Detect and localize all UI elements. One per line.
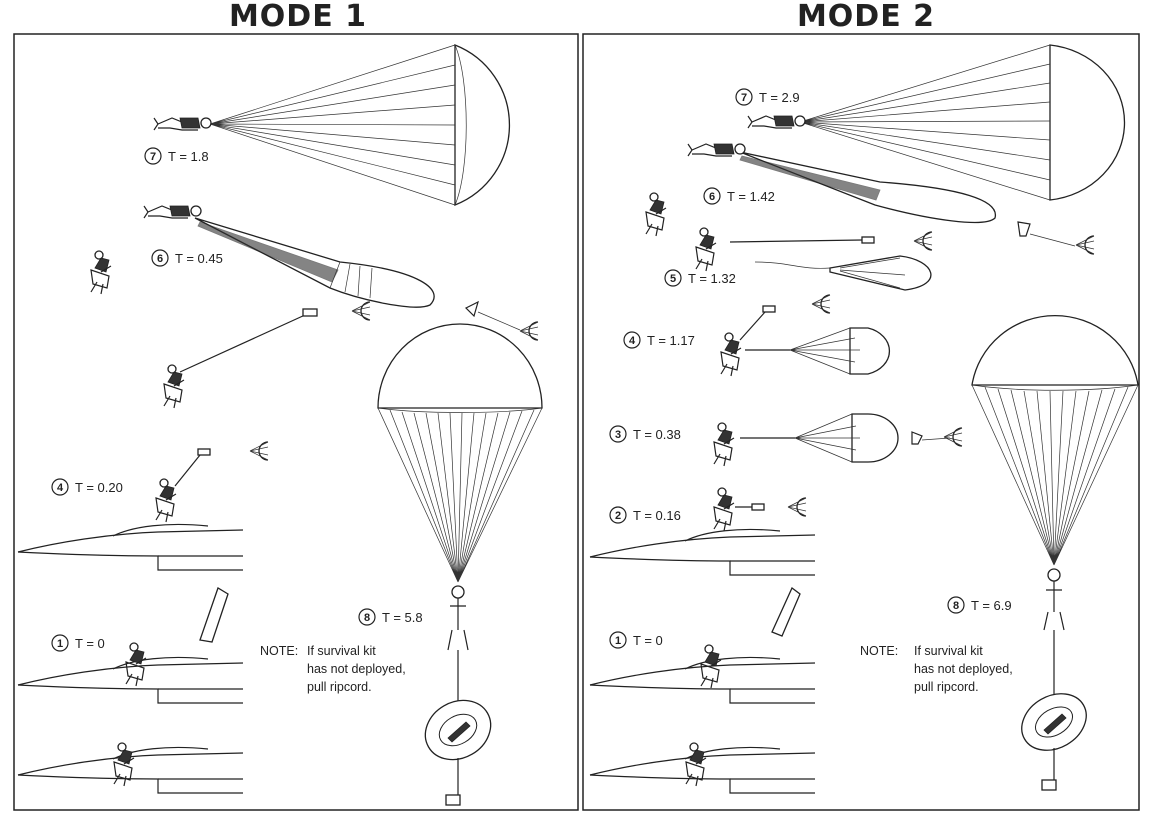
mode-1-step-6-illustration: [90, 205, 435, 308]
mode-1-step-7-time: T = 1.8: [168, 149, 209, 164]
mode-2-step-2-time: T = 0.16: [633, 508, 681, 523]
mode-2-step-4-number: 4: [629, 335, 636, 347]
mode-2-step-7-number: 7: [741, 92, 747, 104]
mode-2-title: MODE 2: [797, 0, 935, 34]
mode-1-step-8-time: T = 5.8: [382, 610, 423, 625]
mode-2-step-2-illustration: [589, 487, 816, 576]
mode-2-step-6-number: 6: [709, 191, 715, 203]
mode-1-step-6-number: 6: [157, 253, 163, 265]
mode-1-step-1-time: T = 0: [75, 636, 105, 651]
mode-2-aircraft-initial: [589, 742, 816, 794]
mode-2-note-line-2: has not deployed,: [914, 662, 1013, 676]
mode-2-step-3-illustration: [713, 413, 963, 467]
mode-1-aircraft-initial: [17, 742, 244, 794]
mode-2-step-4-illustration: [720, 294, 890, 377]
mode-1-note: NOTE: If survival kit has not deployed, …: [260, 644, 406, 694]
mode-2-step-7-label: 7 T = 2.9: [735, 88, 800, 106]
mode-2-step-1-illustration: [589, 586, 816, 704]
mode-2-step-5-number: 5: [670, 273, 676, 285]
mode-1-title: MODE 1: [229, 0, 367, 34]
mode-2-note-line-3: pull ripcord.: [914, 680, 979, 694]
mode-2-note-label: NOTE:: [860, 644, 898, 658]
mode-2-step-1-number: 1: [615, 635, 621, 647]
mode-2-step-4-time: T = 1.17: [647, 333, 695, 348]
mode-1-note-line-2: has not deployed,: [307, 662, 406, 676]
mode-1-step-4-illustration: [17, 441, 269, 571]
mode-2-step-1-time: T = 0: [633, 633, 663, 648]
mode-2-step-8-time: T = 6.9: [971, 598, 1012, 613]
mode-2-step-6-time: T = 1.42: [727, 189, 775, 204]
mode-1-step-1-number: 1: [57, 638, 63, 650]
mode-1-step-8-illustration: [377, 323, 543, 806]
mode-2-step-8-label: 8 T = 6.9: [947, 596, 1012, 614]
mode-2-step-5-time: T = 1.32: [688, 271, 736, 286]
mode-1-step-6-label: 6 T = 0.45: [151, 249, 223, 267]
mode-1-step-4-number: 4: [57, 482, 64, 494]
mode-1-note-label: NOTE:: [260, 644, 298, 658]
mode-2-step-7-illustration: [747, 44, 1126, 201]
mode-2-step-3-time: T = 0.38: [633, 427, 681, 442]
mode-1-step-7-illustration: [153, 44, 511, 206]
mode-1-step-7-label: 7 T = 1.8: [144, 147, 209, 165]
mode-1-step-4-label: 4 T = 0.20: [51, 478, 123, 496]
mode-1-panel: MODE 1 7 T = 1.8 6 T = 0.45: [13, 0, 579, 811]
mode-1-note-line-1: If survival kit: [307, 644, 376, 658]
mode-1-step-6-time: T = 0.45: [175, 251, 223, 266]
mode-2-step-6-label: 6 T = 1.42: [703, 187, 775, 205]
mode-2-step-8-number: 8: [953, 600, 959, 612]
mode-2-step-3-label: 3 T = 0.38: [609, 425, 681, 443]
mode-2-step-2-label: 2 T = 0.16: [609, 506, 681, 524]
mode-1-note-line-3: pull ripcord.: [307, 680, 372, 694]
mode-2-note-line-1: If survival kit: [914, 644, 983, 658]
mode-2-frame: [582, 33, 1140, 811]
mode-1-step-7-number: 7: [150, 151, 156, 163]
mode-1-step-4-time: T = 0.20: [75, 480, 123, 495]
mode-2-note: NOTE: If survival kit has not deployed, …: [860, 644, 1013, 694]
mode-2-panel: MODE 2 7 T = 2.9 6 T = 1.42: [582, 0, 1140, 811]
mode-2-step-5-illustration: [695, 227, 933, 291]
mode-2-step-2-number: 2: [615, 510, 621, 522]
mode-2-step-1-label: 1 T = 0: [609, 631, 663, 649]
mode-1-step-1-label: 1 T = 0: [51, 634, 105, 652]
mode-1-step-8-number: 8: [364, 612, 370, 624]
mode-2-step-5-label: 5 T = 1.32: [664, 269, 736, 287]
mode-2-step-6-illustration: [645, 143, 1095, 255]
mode-1-step-8-label: 8 T = 5.8: [358, 608, 423, 626]
mode-2-step-3-number: 3: [615, 429, 621, 441]
mode-2-step-4-label: 4 T = 1.17: [623, 331, 695, 349]
mode-1-frame: [13, 33, 579, 811]
mode-2-step-7-time: T = 2.9: [759, 90, 800, 105]
mode-1-step-1-illustration: [17, 587, 244, 704]
mode-1-seat-drogue-illustration: [163, 300, 539, 409]
mode-2-step-8-illustration: [971, 314, 1139, 791]
